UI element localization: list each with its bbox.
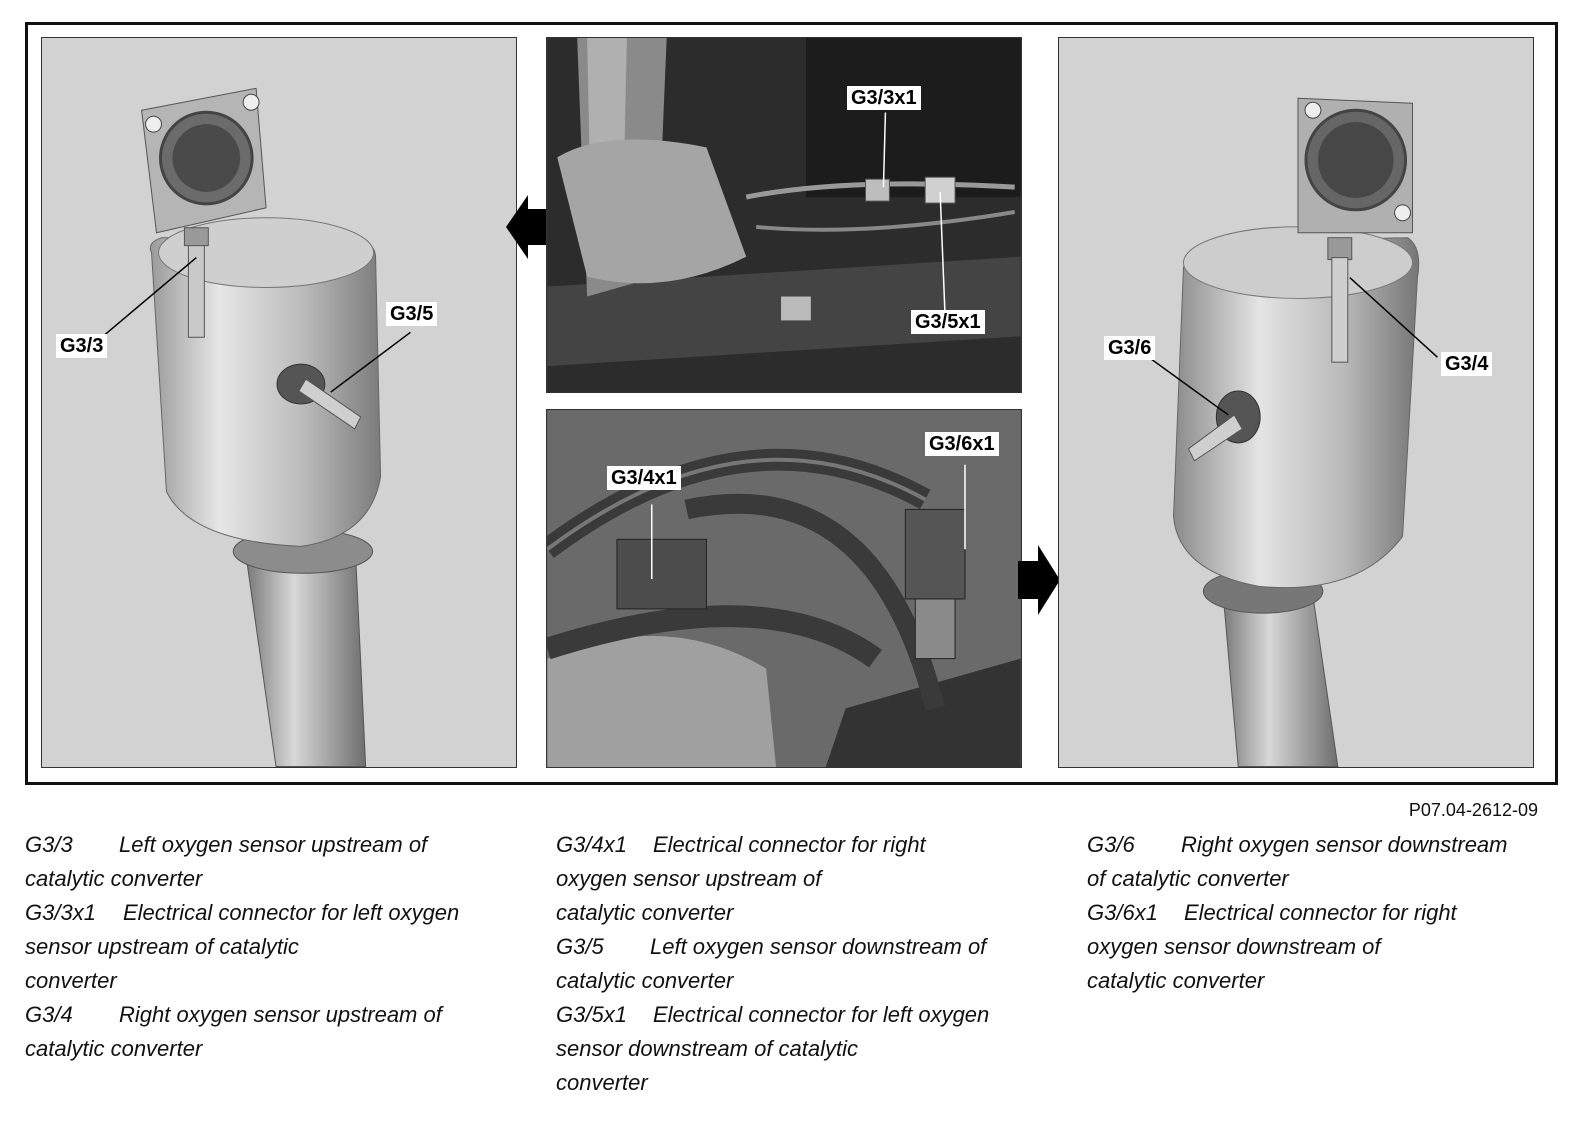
legend-text: catalytic converter bbox=[556, 968, 734, 993]
right-converter-illustration: G3/6 G3/4 bbox=[1058, 37, 1534, 768]
right-converter-drawing bbox=[1148, 97, 1438, 767]
figure-frame: G3/3 G3/5 G3/3x1 G3/5x1 bbox=[25, 22, 1558, 785]
legend-text: sensor downstream of catalytic bbox=[556, 1036, 859, 1061]
legend-code: G3/3x1 bbox=[25, 900, 96, 925]
legend-text: Right oxygen sensor downstream bbox=[1181, 832, 1508, 857]
bottom-connector-photo: G3/4x1 G3/6x1 bbox=[546, 409, 1022, 768]
legend-text: catalytic converter bbox=[556, 900, 734, 925]
legend-text: catalytic converter bbox=[1087, 968, 1265, 993]
callout-g3-5: G3/5 bbox=[386, 302, 438, 326]
legend-text: of catalytic converter bbox=[1087, 866, 1289, 891]
legend-text: catalytic converter bbox=[25, 1036, 203, 1061]
legend-entry-g3-4: G3/4 Right oxygen sensor upstream of cata… bbox=[25, 998, 495, 1066]
legend-text: Right oxygen sensor upstream of bbox=[119, 1002, 442, 1027]
figure-id: P07.04-2612-09 bbox=[1408, 800, 1538, 820]
left-converter-illustration: G3/3 G3/5 bbox=[41, 37, 517, 768]
legend-entry-g3-4x1: G3/4x1 Electrical connector for right oxy… bbox=[556, 828, 1026, 930]
legend-code: G3/5 bbox=[556, 934, 604, 959]
legend-text: sensor upstream of catalytic bbox=[25, 934, 299, 959]
left-converter-drawing bbox=[101, 87, 411, 767]
legend-entry-g3-6: G3/6 Right oxygen sensor downstream of ca… bbox=[1087, 828, 1557, 896]
bottom-photo-drawing bbox=[547, 410, 1021, 767]
callout-g3-6x1: G3/6x1 bbox=[925, 432, 999, 456]
callout-g3-3: G3/3 bbox=[56, 334, 108, 358]
legend-entry-g3-5: G3/5 Left oxygen sensor downstream of cat… bbox=[556, 930, 1026, 998]
legend-column-1: G3/3 Left oxygen sensor upstream of catal… bbox=[25, 828, 495, 1066]
legend-code: G3/3 bbox=[25, 832, 73, 857]
callout-g3-4x1: G3/4x1 bbox=[607, 466, 681, 490]
legend-code: G3/5x1 bbox=[556, 1002, 627, 1027]
arrow-right-icon bbox=[1018, 545, 1060, 615]
legend-entry-g3-3x1: G3/3x1 Electrical connector for left oxyg… bbox=[25, 896, 495, 998]
legend-code: G3/6 bbox=[1087, 832, 1135, 857]
legend-column-3: G3/6 Right oxygen sensor downstream of ca… bbox=[1087, 828, 1557, 998]
callout-g3-3x1: G3/3x1 bbox=[847, 86, 921, 110]
legend-text: converter bbox=[25, 968, 117, 993]
legend-text: Left oxygen sensor upstream of bbox=[119, 832, 428, 857]
legend-entry-g3-6x1: G3/6x1 Electrical connector for right oxy… bbox=[1087, 896, 1557, 998]
arrow-left-icon bbox=[506, 195, 552, 259]
legend-code: G3/6x1 bbox=[1087, 900, 1158, 925]
legend-entry-g3-3: G3/3 Left oxygen sensor upstream of catal… bbox=[25, 828, 495, 896]
legend-column-2: G3/4x1 Electrical connector for right oxy… bbox=[556, 828, 1026, 1100]
top-connector-photo: G3/3x1 G3/5x1 bbox=[546, 37, 1022, 393]
legend-text: Electrical connector for left oxygen bbox=[653, 1002, 990, 1027]
legend-text: converter bbox=[556, 1070, 648, 1095]
callout-g3-4: G3/4 bbox=[1441, 352, 1493, 376]
legend-code: G3/4 bbox=[25, 1002, 73, 1027]
callout-g3-6: G3/6 bbox=[1104, 336, 1156, 360]
legend-text: Left oxygen sensor downstream of bbox=[650, 934, 987, 959]
legend-text: Electrical connector for right bbox=[1184, 900, 1457, 925]
legend-text: catalytic converter bbox=[25, 866, 203, 891]
callout-g3-5x1: G3/5x1 bbox=[911, 310, 985, 334]
legend-text: oxygen sensor upstream of bbox=[556, 866, 822, 891]
legend-text: Electrical connector for left oxygen bbox=[123, 900, 460, 925]
top-photo-drawing bbox=[547, 38, 1021, 392]
legend-text: oxygen sensor downstream of bbox=[1087, 934, 1381, 959]
legend-code: G3/4x1 bbox=[556, 832, 627, 857]
legend-text: Electrical connector for right bbox=[653, 832, 926, 857]
legend-entry-g3-5x1: G3/5x1 Electrical connector for left oxyg… bbox=[556, 998, 1026, 1100]
